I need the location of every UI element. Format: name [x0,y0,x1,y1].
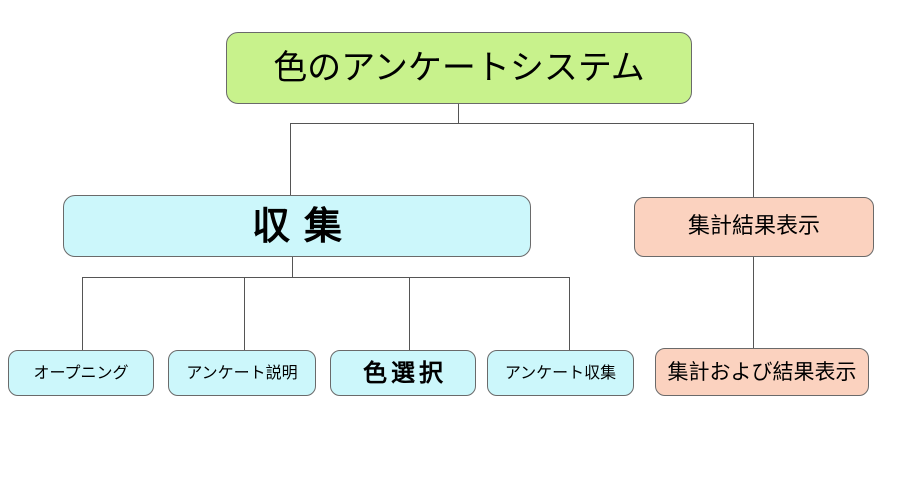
summary-result-node: 集計および結果表示 [655,348,869,396]
color-select-node-label: 色選択 [363,359,447,387]
connector-to-summary-result [753,257,754,348]
collect-node-label: 収集 [251,204,356,248]
connector-to-summary [753,123,754,197]
survey-collect-node: アンケート収集 [487,350,634,396]
connector-to-color-select [409,277,410,350]
survey-collect-node-label: アンケート収集 [504,363,617,382]
summary-node-label: 集計結果表示 [687,214,820,239]
summary-node: 集計結果表示 [634,197,874,257]
survey-description-node: アンケート説明 [168,350,316,396]
connector-to-opening [82,277,83,350]
collect-node: 収集 [63,195,531,257]
root-node-label: 色のアンケートシステム [273,48,645,88]
connector-root-down [458,104,459,123]
survey-description-node-label: アンケート説明 [186,363,298,382]
connector-level2-bar [290,123,753,124]
root-node: 色のアンケートシステム [226,32,692,104]
connector-to-survey-desc [244,277,245,350]
connector-collect-bar [82,277,569,278]
connector-collect-down [292,257,293,277]
summary-result-node-label: 集計および結果表示 [667,359,857,384]
color-select-node: 色選択 [330,350,476,396]
connector-to-collect [290,123,291,195]
opening-node: オープニング [8,350,154,396]
connector-to-survey-collect [569,277,570,350]
opening-node-label: オープニング [33,363,129,382]
